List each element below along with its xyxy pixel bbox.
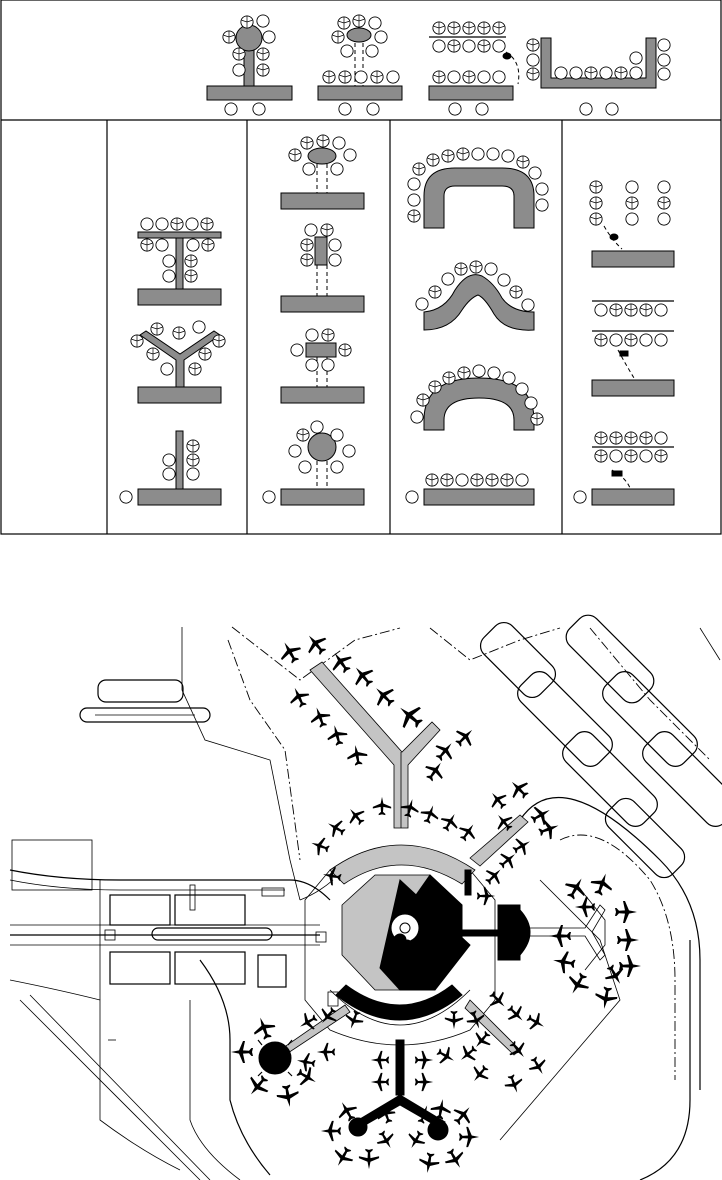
- terminal-concepts-diagram: [1, 0, 721, 534]
- remote-concept-column: [574, 181, 674, 505]
- airport-site-plan: [10, 610, 722, 1180]
- pier-concept-column: [120, 218, 225, 505]
- header-row-concepts: [207, 15, 670, 115]
- linear-concept-column: [406, 148, 548, 505]
- runway-outlines: [476, 610, 722, 1180]
- landside-roads: [10, 840, 330, 1180]
- satellite-concept-column: [263, 135, 364, 505]
